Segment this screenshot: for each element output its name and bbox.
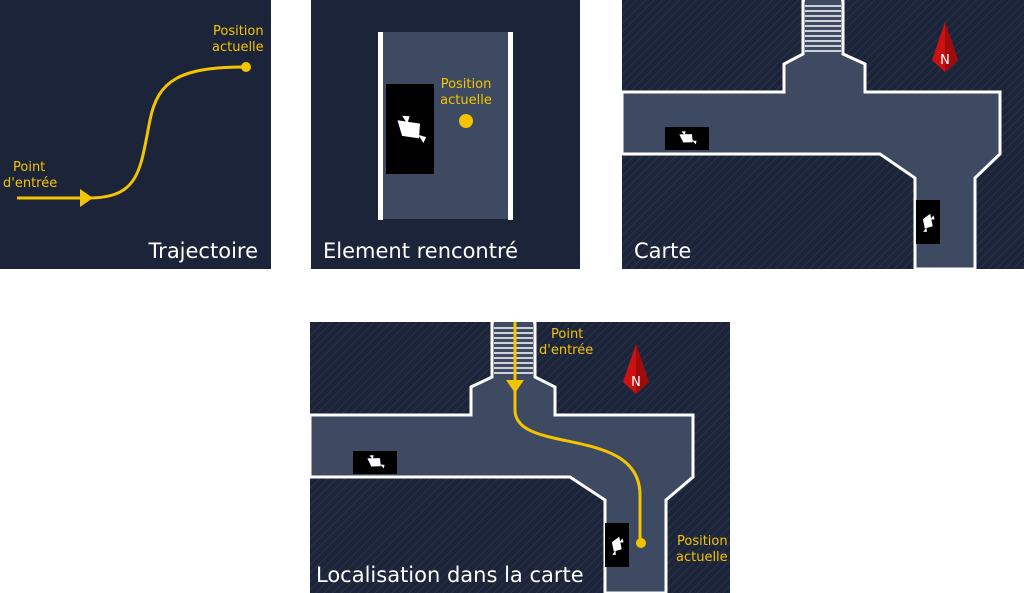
panel-title: Localisation dans la carte [316,563,584,587]
north-indicator-icon: N [623,344,649,394]
entry-label-line1: Point [551,327,583,342]
corridor [308,320,695,593]
current-position-marker [459,114,473,128]
direction-arrow-icon [80,189,93,207]
current-label-line1: Position [677,534,728,549]
north-label: N [631,375,641,390]
current-label-line2: actuelle [440,93,492,108]
north-indicator-icon: N [932,22,958,72]
left-wall [378,32,383,220]
panel-trajectory-background [0,0,271,269]
panel-localization: Point d'entrée Position actuelle N Local… [308,320,730,593]
panel-title: Trajectoire [147,239,258,263]
panel-trajectory: Point d'entrée Position actuelle Traject… [0,0,271,269]
current-label-line1: Position [441,77,492,92]
current-label-line2: actuelle [212,40,264,55]
staircase [805,0,841,56]
panel-title: Element rencontré [323,239,518,263]
trajectory-path [17,65,247,200]
panel-encounter: Position actuelle Element rencontré [311,0,580,269]
entry-label-line1: Point [13,160,45,175]
north-label: N [940,53,950,68]
entry-label-line2: d'entrée [3,176,57,191]
current-label-line1: Position [213,24,264,39]
current-position-marker [241,62,251,72]
trajectory-path [513,322,642,543]
current-label-line2: actuelle [676,550,728,565]
entry-label-line2: d'entrée [539,343,593,358]
panel-map: N Carte [620,0,1024,271]
current-position-marker [636,538,646,548]
right-wall [508,32,513,220]
corridor [620,0,1002,271]
panel-title: Carte [634,239,691,263]
direction-arrow-icon [506,380,524,393]
